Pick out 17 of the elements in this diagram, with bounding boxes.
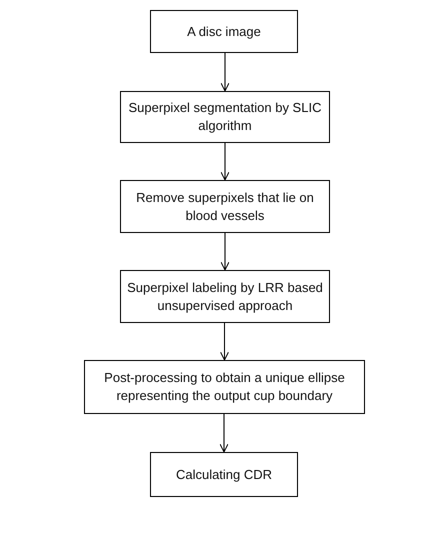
- process-box: [150, 10, 298, 53]
- step-text: Superpixel segmentation by SLIC algorithm: [128, 99, 322, 135]
- step-text: Superpixel labeling by LRR based unsupervised approach: [126, 278, 324, 314]
- step-text: Post-processing to obtain a unique ellipse representing the output cup boundary: [103, 369, 346, 405]
- process-box: [120, 91, 330, 143]
- arrow: [220, 232, 230, 270]
- arrow: [220, 414, 228, 452]
- step-text: Remove superpixels that lie on blood vessels: [135, 188, 315, 224]
- arrow: [220, 142, 230, 180]
- arrow: [220, 322, 229, 360]
- process-box: [150, 452, 298, 497]
- process-box: [120, 180, 330, 233]
- arrow: [220, 52, 230, 92]
- process-box: [84, 360, 365, 414]
- step-text: Calculating CDR: [176, 466, 272, 484]
- step-text: A disc image: [187, 22, 261, 40]
- process-box: [120, 270, 330, 323]
